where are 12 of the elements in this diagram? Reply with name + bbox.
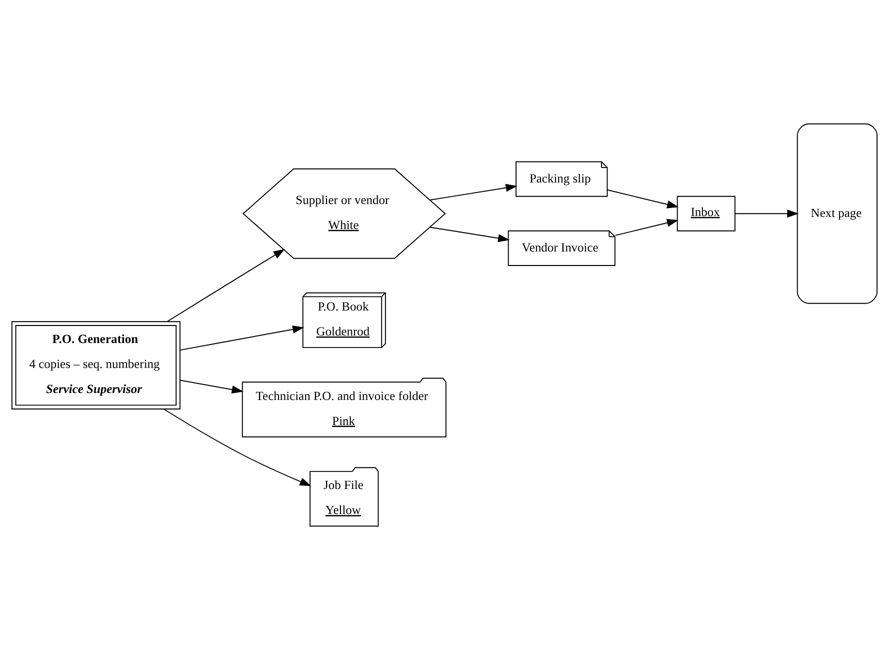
arrow <box>734 209 799 218</box>
arrow <box>166 248 285 322</box>
arrow <box>614 218 678 236</box>
arrow <box>180 324 304 350</box>
node-box: Inbox <box>676 195 736 231</box>
node-box: P.O. Generation 4 copies – seq. numbering Service Supervisor <box>11 320 180 409</box>
arrow <box>430 226 510 242</box>
arrow <box>163 408 312 486</box>
node-box: Next page <box>796 122 878 304</box>
arrow <box>430 183 518 200</box>
arrow <box>180 379 244 394</box>
arrow <box>606 188 679 208</box>
